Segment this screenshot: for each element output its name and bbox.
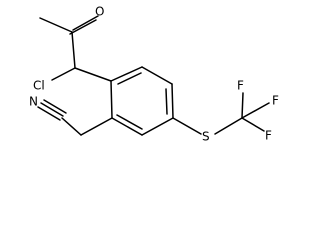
bond-ring-5 — [111, 117, 143, 136]
bond-triple-3 — [43, 99, 67, 114]
bond-carbon-fluorine-bottom — [241, 117, 265, 132]
fluorine-right-atom-label: F — [272, 94, 279, 108]
fluorine-top-atom-label: F — [237, 79, 244, 93]
bond-carbonyl-chiral — [71, 31, 76, 69]
bond-ring-6 — [110, 80, 113, 119]
bond-carbon-fluorine-top — [241, 92, 244, 119]
bond-ring-inner-1 — [117, 72, 142, 85]
bond-carbonyl-oxygen-a — [72, 15, 99, 31]
bond-triple-2 — [37, 106, 61, 121]
bond-methylene-nitrile — [61, 117, 82, 136]
chlorine-atom-label: Cl — [33, 79, 45, 93]
sulfur-atom-label: S — [202, 130, 210, 144]
fluorine-bottom-atom-label: F — [265, 129, 272, 143]
chemical-structure-diagram: O Cl N S F F F — [29, 5, 279, 144]
bond-ring-1 — [110, 66, 143, 82]
bond-carbonyl-oxygen-b — [69, 19, 97, 35]
oxygen-atom-label: O — [95, 5, 104, 19]
nitrogen-atom-label: N — [29, 95, 38, 109]
bond-sulfur-carbon — [214, 117, 243, 135]
bond-ring-sulfur — [172, 117, 202, 135]
bond-ring-2 — [141, 66, 173, 85]
bond-ring-4 — [141, 117, 174, 136]
bond-chiral-ring — [74, 67, 112, 82]
bond-ring-3 — [171, 83, 174, 119]
bond-layer — [37, 15, 270, 136]
atom-label-layer: O Cl N S F F F — [29, 5, 279, 144]
bond-chiral-chlorine — [51, 67, 76, 81]
bond-methyl-carbonyl — [39, 17, 73, 33]
bond-ring-inner-3 — [116, 114, 143, 130]
bond-triple-1 — [40, 102, 64, 117]
bond-ring-inner-2 — [165, 88, 168, 115]
bond-ring-methylene — [80, 117, 113, 136]
bond-carbon-fluorine-right — [241, 102, 270, 119]
